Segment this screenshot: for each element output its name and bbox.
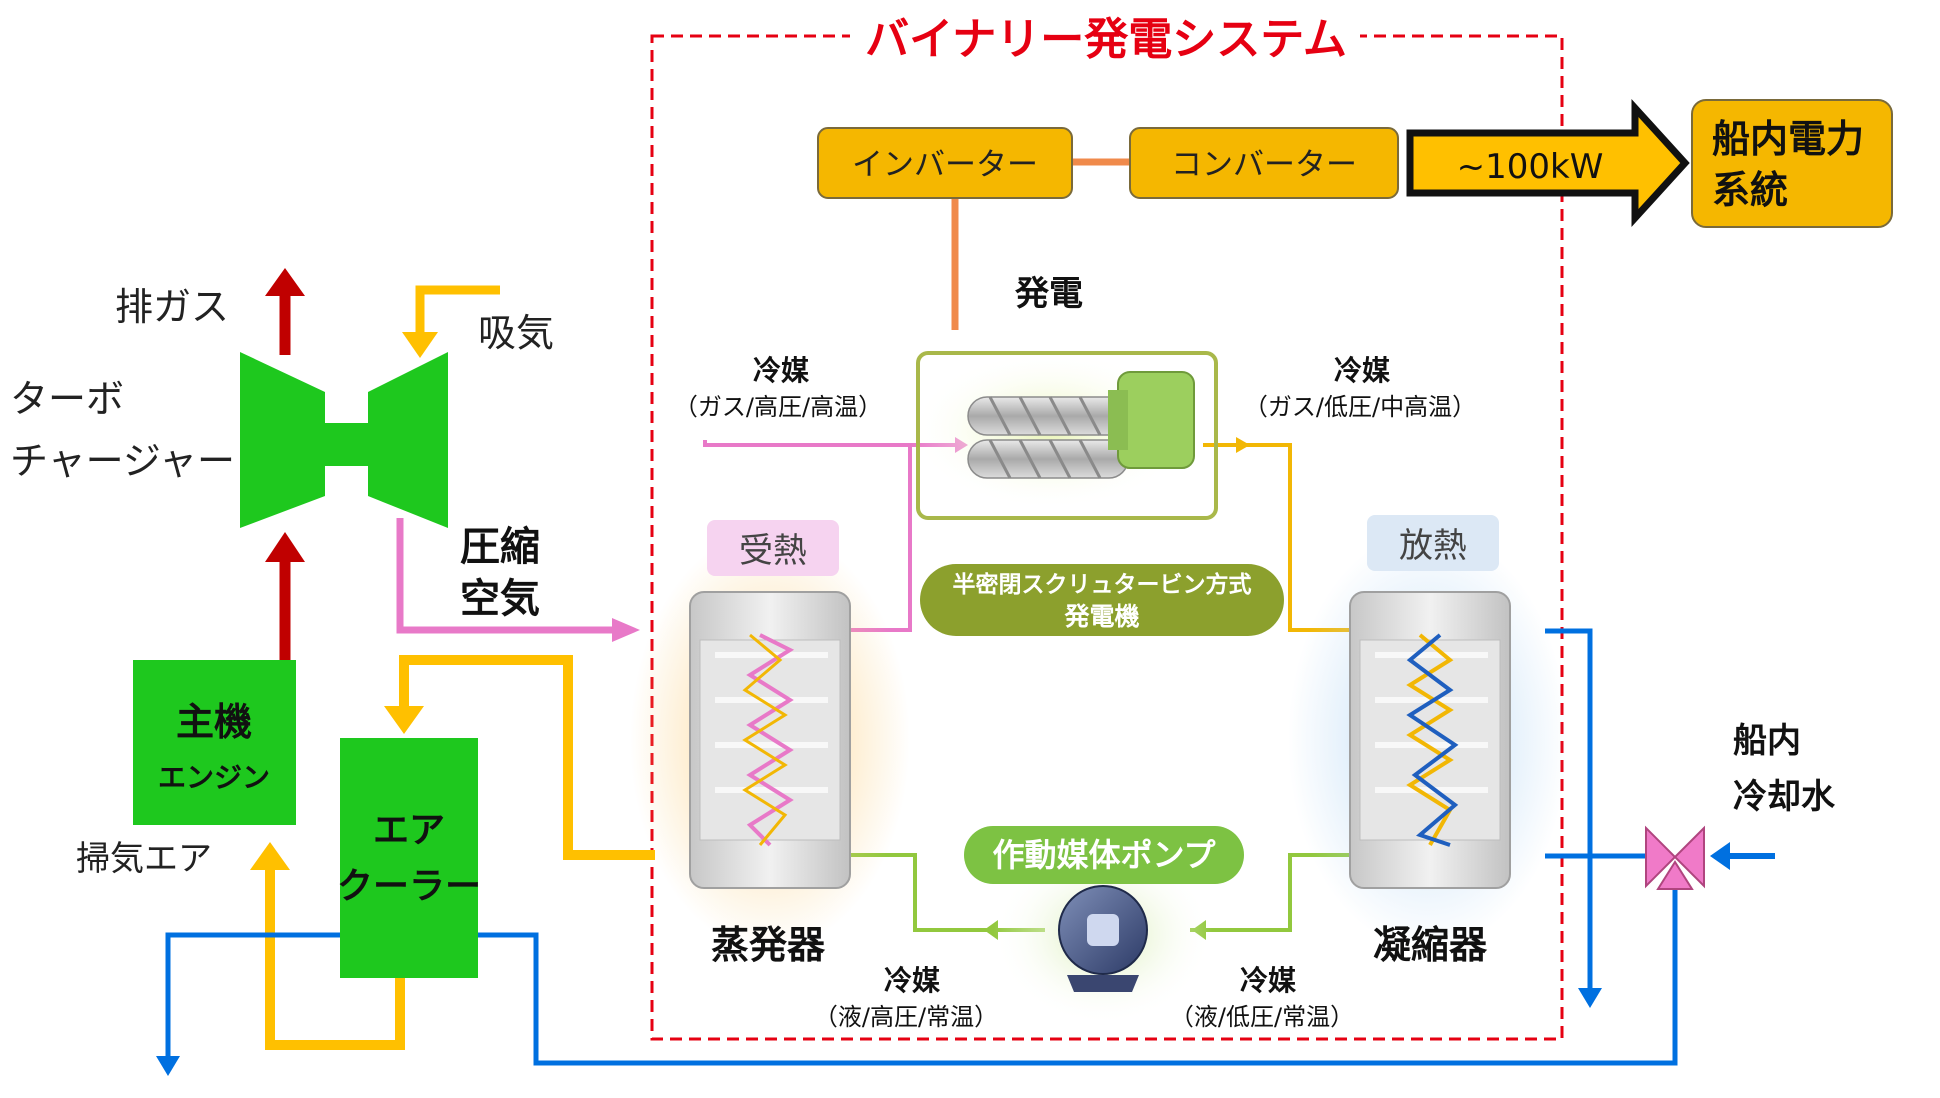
refrigerant-label-gas-low: 冷媒 [1334,354,1391,387]
compressed-air-pipe [396,518,615,634]
output-arrow [1406,98,1690,228]
heat-receive-tag [707,520,839,576]
ship-grid-label-line2: 系統 [1712,168,1788,212]
air-cooler-label-line2: クーラー [337,866,481,907]
heat-release-tag [1367,515,1499,571]
main-engine-label-line2: エンジン [158,761,270,794]
refrigerant-label-liquid-low: 冷媒 [1240,964,1297,997]
refrigerant-state-gas-high: （ガス/高圧/高温） [674,393,882,421]
system-title: バイナリー発電システム [865,14,1347,65]
main-engine-label-line1: 主機 [176,700,252,744]
output-power-label: ~100kW [1457,147,1604,187]
ship-grid-box [1691,99,1893,228]
compressed-air-label-line2: 空気 [460,576,540,622]
inverter-box [817,127,1073,199]
generator-type-label-line2: 発電機 [1063,602,1139,631]
condenser-label: 凝縮器 [1373,923,1488,967]
ship-grid-label-line1: 船内電力 [1712,117,1864,161]
three-way-valve [1645,825,1705,890]
binary-system-frame [650,34,1564,1041]
exhaust-label: 排ガス [115,285,229,329]
pump-badge [964,826,1244,884]
cooling-water-return-pipe [478,885,1678,1066]
converter-label: コンバーター [1171,147,1357,183]
refrigerant-state-liquid-high: （液/高圧/常温） [814,1003,998,1031]
generation-label: 発電 [1015,274,1083,314]
working-fluid-pump [1058,885,1148,992]
air-cooler-box [340,738,478,978]
screw-turbine-generator [916,351,1218,520]
refrigerant-label-liquid-high: 冷媒 [884,964,941,997]
refrigerant-state-gas-low: （ガス/低圧/中高温） [1244,393,1476,421]
converter-box [1129,127,1399,199]
screw-turbine-illustration [967,371,1195,479]
condenser-water-pipe [1545,628,1593,990]
generator-type-badge [920,564,1284,636]
ship-cooling-water-label-line1: 船内 [1733,721,1801,761]
turbo-label-line1: ターボ [10,377,124,421]
refrigerant-state-liquid-low: （液/低圧/常温） [1170,1003,1354,1031]
compressed-air-label-line1: 圧縮 [460,524,540,570]
pump-label: 作動媒体ポンプ [992,836,1216,874]
scavenge-air-label: 掃気エア [76,839,212,879]
main-engine-box [133,660,296,825]
heat-receive-label: 受熱 [739,531,807,571]
refrigerant-label-gas-high: 冷媒 [753,354,810,387]
air-cooler-label-line1: エア [373,810,445,851]
inverter-label: インバーター [852,147,1038,183]
evaporator-label: 蒸発器 [711,923,826,967]
turbo-label-line2: チャージャー [10,439,235,483]
cooling-water-outlet-pipe [165,932,340,1060]
generator-type-label-line1: 半密閉スクリュタービン方式 [953,571,1252,598]
ship-cooling-water-label-line2: 冷却水 [1733,777,1836,817]
intake-label: 吸気 [478,311,554,355]
turbocharger [240,352,448,528]
condenser [1349,591,1511,889]
scavenge-air-pipe [265,866,405,1050]
evaporator-air-return-pipe [399,655,655,860]
evaporator [689,591,851,889]
heat-release-label: 放熱 [1399,526,1467,566]
intake-pipe [415,285,500,335]
